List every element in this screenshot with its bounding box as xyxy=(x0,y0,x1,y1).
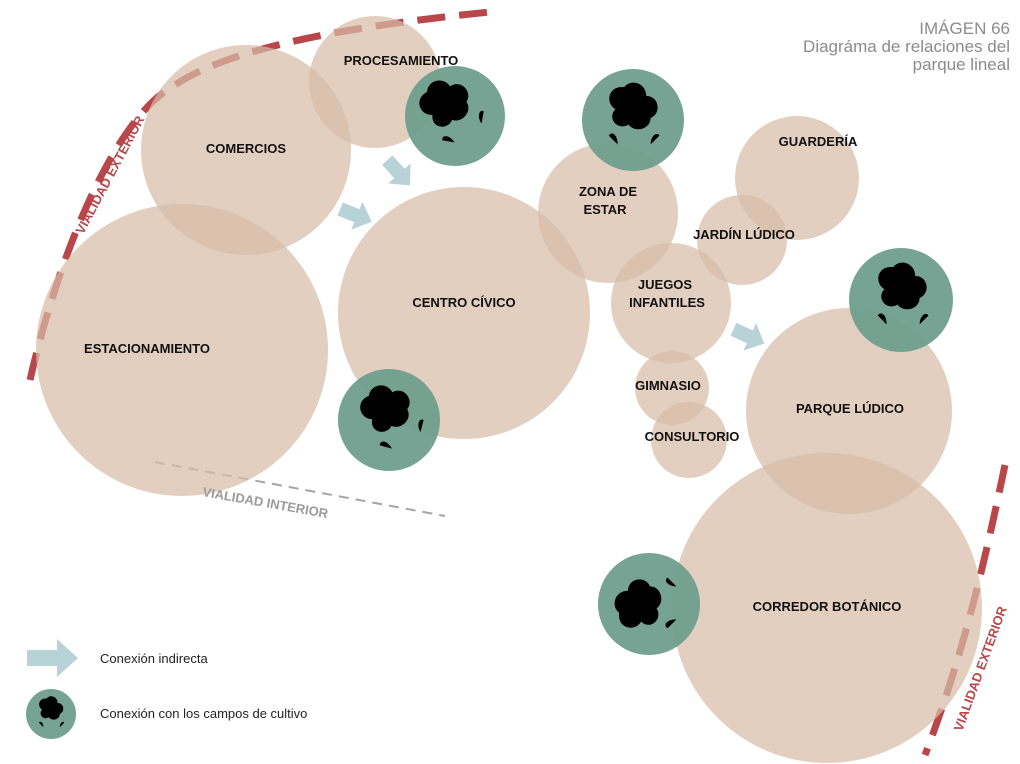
cultivation-connection-node xyxy=(338,369,440,471)
indirect-connection-arrow xyxy=(382,155,411,186)
figure-caption-line2: parque lineal xyxy=(912,55,1010,74)
zone-label-zona-de-estar-line1: ZONA DE xyxy=(579,184,637,199)
zone-circle-corredor-botanico xyxy=(672,453,982,763)
legend: Conexión indirecta Conexión con los camp… xyxy=(26,639,307,739)
zone-label-corredor-botanico: CORREDOR BOTÁNICO xyxy=(753,599,902,614)
figure-caption-line1: Diagráma de relaciones del xyxy=(803,37,1010,56)
zone-label-gimnasio: GIMNASIO xyxy=(635,378,701,393)
cultivation-connection-node xyxy=(849,248,953,352)
zone-label-zona-de-estar-line2: ESTAR xyxy=(583,202,627,217)
legend-label-cultivation: Conexión con los campos de cultivo xyxy=(100,706,307,721)
zone-circle-comercios xyxy=(141,45,351,255)
zone-label-comercios: COMERCIOS xyxy=(206,141,287,156)
figure-title: IMÁGEN 66 Diagráma de relaciones del par… xyxy=(803,20,1010,74)
zone-label-juegos-infantiles-line2: INFANTILES xyxy=(629,295,705,310)
zone-label-centro-civico: CENTRO CÍVICO xyxy=(412,295,515,310)
zone-circle-consultorio xyxy=(651,402,727,478)
zone-label-estacionamiento: ESTACIONAMIENTO xyxy=(84,341,210,356)
cultivation-connection-node xyxy=(405,66,505,166)
zone-label-parque-ludico: PARQUE LÚDICO xyxy=(796,401,904,416)
tree-icon xyxy=(26,689,76,739)
indirect-connection-arrow xyxy=(730,322,765,351)
road-label-interior: VIALIDAD INTERIOR xyxy=(201,484,329,521)
cultivation-connection-node xyxy=(598,553,700,655)
zone-circle-juegos-infantiles xyxy=(611,243,731,363)
zone-circle-jardin-ludico xyxy=(697,195,787,285)
zone-circle-zona-de-estar xyxy=(538,143,678,283)
arrow-right-icon xyxy=(27,639,78,677)
indirect-connection-arrow xyxy=(337,201,372,230)
cultivation-connection-node xyxy=(582,69,684,171)
zone-label-guarderia: GUARDERÍA xyxy=(779,134,858,149)
zone-label-procesamiento: PROCESAMIENTO xyxy=(344,53,459,68)
legend-label-indirect: Conexión indirecta xyxy=(100,651,208,666)
zone-label-jardin-ludico: JARDÍN LÚDICO xyxy=(693,227,795,242)
zone-circle-estacionamiento xyxy=(36,204,328,496)
interior-road xyxy=(154,461,446,517)
zone-label-consultorio: CONSULTORIO xyxy=(645,429,740,444)
zone-label-juegos-infantiles-line1: JUEGOS xyxy=(638,277,693,292)
figure-number: IMÁGEN 66 xyxy=(919,19,1010,38)
